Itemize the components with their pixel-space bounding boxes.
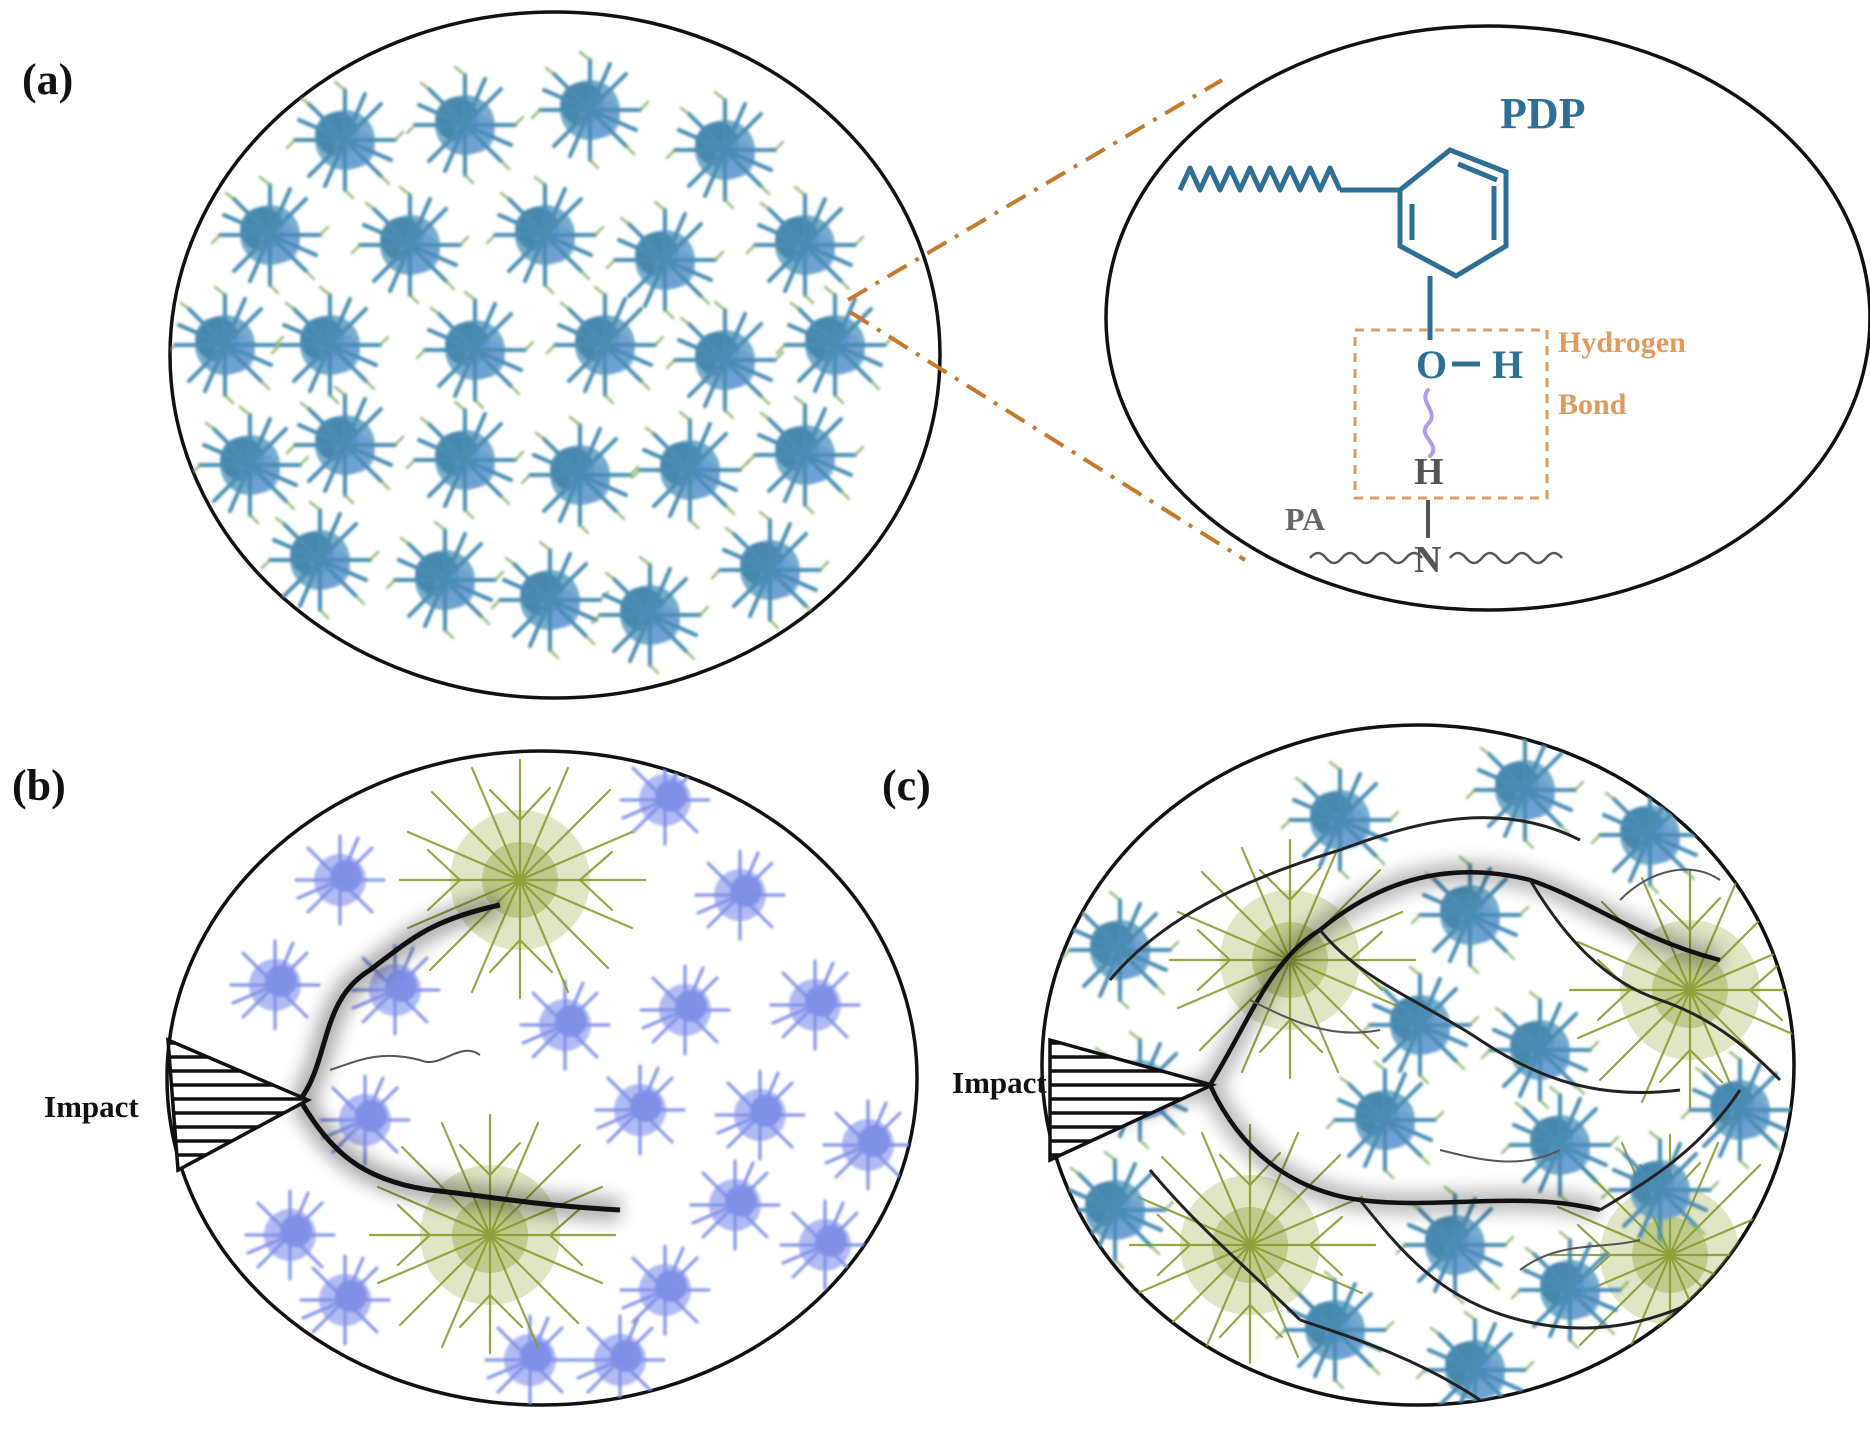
panel-a-label: (a): [22, 55, 73, 104]
panel-c-circle: [1040, 723, 1796, 1407]
dendritic-cluster-icon: [294, 834, 386, 926]
panel-b-label: (b): [12, 761, 66, 810]
dendritic-cluster-icon: [619, 1244, 711, 1336]
pdp-title: PDP: [1500, 89, 1586, 138]
pa-chain-right: [1449, 551, 1563, 565]
dendritic-cluster-icon: [769, 959, 861, 1051]
oxygen-atom: O: [1416, 342, 1447, 387]
pa-chain-left: [1309, 551, 1423, 565]
hydrogen-bond-label-1: Hydrogen: [1558, 326, 1686, 359]
impact-notch-icon: [166, 1037, 313, 1173]
dendritic-cluster-icon: [619, 754, 711, 846]
panel-b-circle: [165, 749, 919, 1407]
crack-icon: [290, 894, 621, 1221]
dendritic-cluster-icon: [639, 964, 731, 1056]
hydrogen-nh-atom: H: [1414, 451, 1444, 493]
pdp-molecule: PDP O H Hydrogen Bond H N PA: [1177, 89, 1686, 581]
impact-label-b: Impact: [44, 1089, 139, 1124]
nitrogen-atom: N: [1414, 539, 1441, 581]
pa-label: PA: [1285, 501, 1325, 537]
dendritic-cluster-icon: [299, 1254, 391, 1346]
dendritic-cluster-icon: [714, 1069, 806, 1161]
dendritic-cluster-icon: [574, 1314, 666, 1405]
panel-c-label: (c): [882, 761, 931, 810]
impact-label-c: Impact: [952, 1065, 1047, 1100]
hydrogen-oh-atom: H: [1492, 342, 1523, 387]
dendritic-cluster-icon: [229, 939, 321, 1031]
dendritic-cluster-icon: [694, 849, 786, 941]
dendritic-cluster-icon: [594, 1064, 686, 1156]
hydrogen-bond-label-2: Bond: [1558, 388, 1627, 421]
zoom-circle: [1104, 24, 1870, 612]
panel-a-circle: [168, 10, 942, 700]
dendritic-cluster-icon: [822, 1099, 914, 1191]
hydrogen-bond-box: [1353, 328, 1549, 500]
dendritic-cluster-icon: [519, 979, 611, 1071]
dendritic-cluster-icon: [244, 1189, 336, 1281]
dendritic-cluster-icon: [689, 1159, 781, 1251]
zoom-lines: [846, 78, 1247, 562]
benzene-ring: [1397, 147, 1509, 279]
dendritic-cluster-icon: [779, 1199, 871, 1291]
hydrogen-bond-squiggle: [1422, 388, 1436, 458]
impact-notch-icon: [1048, 1037, 1218, 1163]
alkyl-chain: [1177, 165, 1343, 193]
